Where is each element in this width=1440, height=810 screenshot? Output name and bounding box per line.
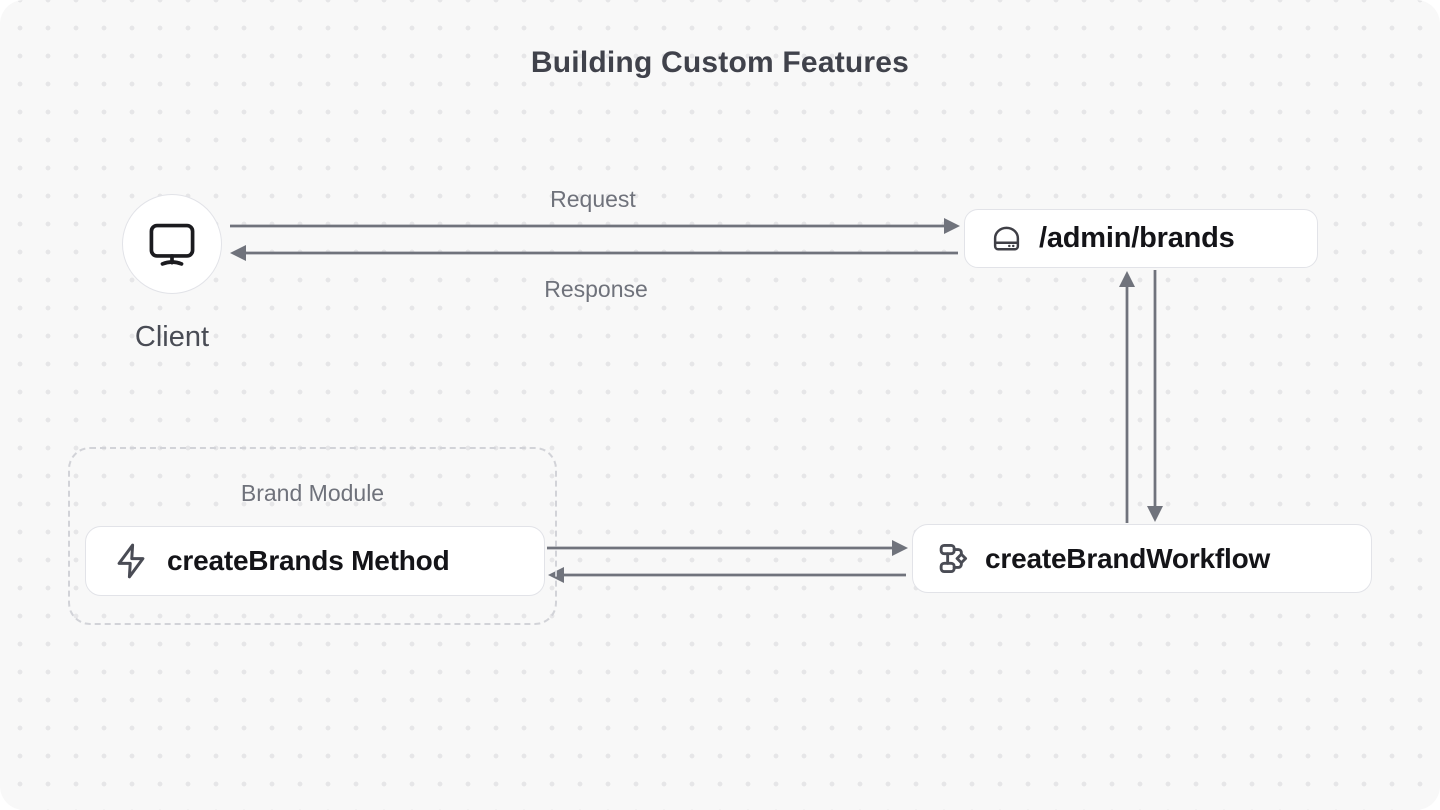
workflow-icon (937, 542, 970, 575)
client-node (122, 194, 222, 294)
request-label: Request (550, 186, 636, 212)
monitor-icon (146, 218, 198, 270)
response-label: Response (544, 276, 648, 302)
workflow-node: createBrandWorkflow (912, 524, 1372, 593)
hard-drive-icon (989, 221, 1024, 256)
endpoint-label: /admin/brands (1039, 222, 1235, 254)
response-arrow (230, 245, 958, 261)
workflow-to-method-arrow (548, 567, 906, 583)
request-arrow (230, 218, 960, 234)
workflow-to-endpoint-arrow (1119, 271, 1135, 523)
method-node: createBrands Method (85, 526, 545, 596)
diagram-title: Building Custom Features (530, 46, 910, 79)
brand-module-container: Brand Module (68, 447, 557, 625)
endpoint-to-workflow-arrow (1147, 270, 1163, 522)
method-label: createBrands Method (167, 545, 450, 576)
workflow-label: createBrandWorkflow (985, 542, 1271, 574)
method-to-workflow-arrow (547, 540, 908, 556)
zap-icon (112, 542, 150, 580)
client-label: Client (134, 321, 210, 353)
brand-module-label: Brand Module (240, 480, 385, 506)
endpoint-node: /admin/brands (964, 209, 1318, 268)
